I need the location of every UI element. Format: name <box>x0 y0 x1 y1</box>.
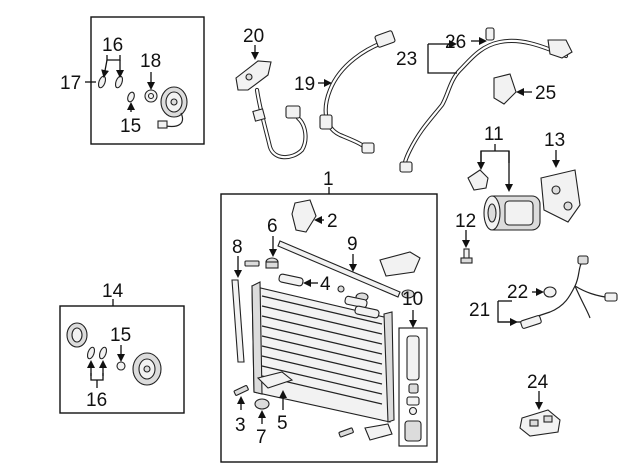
callout-23: 23 <box>396 49 417 70</box>
receiver-drier-frame <box>398 327 428 447</box>
frame-clutch-kit-top <box>90 16 205 145</box>
bolt-12 <box>460 230 473 264</box>
callout-10: 10 <box>402 289 423 310</box>
callout-13: 13 <box>544 130 565 151</box>
callout-16-bottom: 16 <box>86 390 107 411</box>
suction-hose-19 <box>318 30 396 154</box>
callout-20: 20 <box>243 26 264 47</box>
callout-9: 9 <box>347 234 358 255</box>
callout-15-bottom: 15 <box>110 325 131 346</box>
clutch-kit-top-parts <box>97 75 188 129</box>
callout-14: 14 <box>102 281 124 302</box>
discharge-hose-20 <box>235 45 308 160</box>
callout-12: 12 <box>455 211 476 232</box>
callout-labels: 1 2 3 4 5 6 7 8 9 10 11 12 13 14 15 15 1… <box>60 26 565 448</box>
callout-11: 11 <box>484 124 504 145</box>
callout-17: 17 <box>60 73 81 94</box>
harness-21 <box>497 255 618 329</box>
callout-24: 24 <box>527 372 549 393</box>
callout-7: 7 <box>256 427 267 448</box>
compressor-assembly <box>467 144 581 231</box>
callout-26: 26 <box>445 32 466 53</box>
callout-6: 6 <box>267 216 278 237</box>
callout-1: 1 <box>323 169 334 190</box>
callout-18: 18 <box>140 51 161 72</box>
callout-3: 3 <box>235 415 246 436</box>
callout-19: 19 <box>294 74 315 95</box>
callout-25: 25 <box>535 83 556 104</box>
liquid-line-23 <box>399 27 573 173</box>
callout-22: 22 <box>507 282 528 303</box>
callout-15-top: 15 <box>120 116 141 137</box>
frame-clutch-kit-bottom <box>59 305 185 414</box>
callout-lines-top-kit <box>85 55 155 112</box>
callout-2: 2 <box>327 211 338 232</box>
clutch-kit-bottom-parts <box>66 299 162 388</box>
callout-4: 4 <box>320 274 331 295</box>
callout-16-top: 16 <box>102 35 123 56</box>
bracket-24 <box>519 391 561 437</box>
condenser-group <box>231 187 428 447</box>
callout-21: 21 <box>469 300 490 321</box>
callout-8: 8 <box>232 237 243 258</box>
callout-5: 5 <box>277 413 288 434</box>
